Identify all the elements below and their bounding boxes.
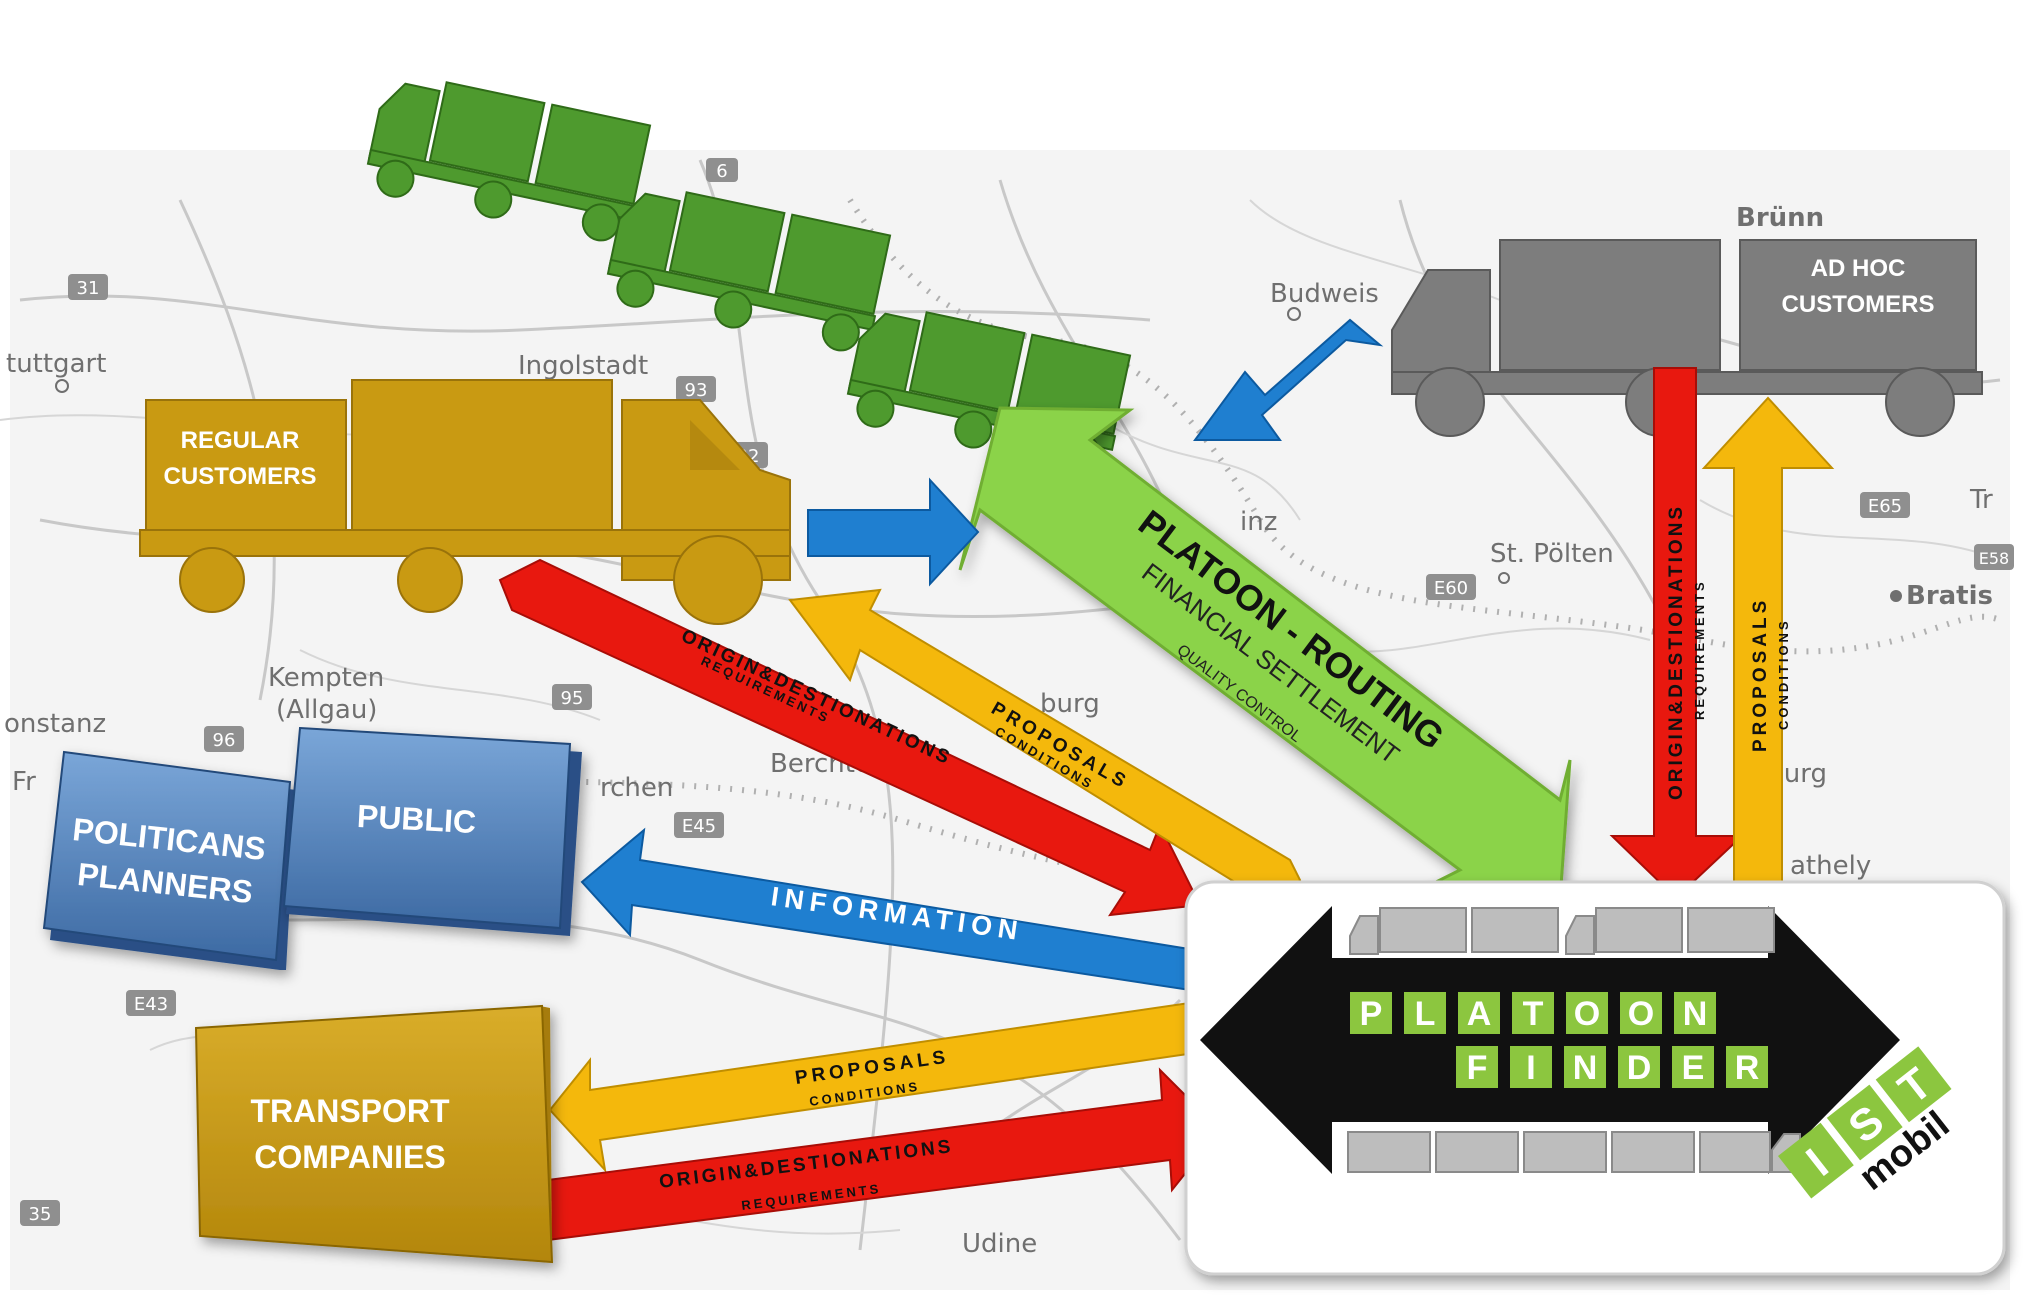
letter-tile xyxy=(1618,1046,1660,1088)
letter-tile-char: T xyxy=(1523,995,1544,1033)
letter-tile-char: R xyxy=(1735,1049,1760,1087)
logo-tile xyxy=(1778,1122,1854,1199)
city-label: Brünn xyxy=(1736,203,1824,233)
city-label: Tr xyxy=(1969,485,1993,515)
logo-tile xyxy=(1875,1046,1952,1123)
road-shield-label: E58 xyxy=(1979,549,2009,568)
road-shield xyxy=(204,726,244,752)
city-label: Kempten xyxy=(268,663,384,693)
road-shield xyxy=(1974,544,2014,570)
road-shield xyxy=(68,274,108,300)
public-label: PUBLIC xyxy=(356,798,477,840)
city-label: St. Pölten xyxy=(1490,539,1614,569)
road-shield xyxy=(126,990,176,1016)
letter-tile xyxy=(1458,992,1500,1034)
city-label: athely xyxy=(1790,851,1871,881)
city-label: burg xyxy=(1040,689,1100,719)
letter-tile-char: L xyxy=(1415,995,1436,1033)
letter-tile xyxy=(1564,1046,1606,1088)
transport-label: TRANSPORT xyxy=(250,1093,450,1129)
city-label: Bratis xyxy=(1906,581,1993,611)
blue-arrow-regular-to-routing xyxy=(807,477,980,587)
red-arrow-adhoc-origin: ORIGIN&DESTIONATIONS REQUIREMENTS xyxy=(1609,367,1745,900)
letter-tile-char: N xyxy=(1573,1049,1598,1087)
city-label: Udine xyxy=(962,1229,1037,1259)
letter-tile-char: N xyxy=(1683,995,1708,1033)
letter-tile xyxy=(1510,1046,1552,1088)
conditions-label: CONDITIONS xyxy=(1776,618,1791,730)
road-shield xyxy=(1426,574,1476,600)
regular-customers-label: CUSTOMERS xyxy=(164,463,317,490)
letter-tile-char: O xyxy=(1574,995,1600,1033)
road-shield xyxy=(1860,492,1910,518)
companies-label: COMPANIES xyxy=(254,1139,445,1175)
proposals-label: PROPOSALS xyxy=(1750,597,1771,752)
road-shield-label: 6 xyxy=(716,161,727,182)
platoon-truck-row-bottom xyxy=(1347,1131,1801,1173)
road-shield-label: E43 xyxy=(134,994,168,1015)
letter-tile xyxy=(1456,1046,1498,1088)
ad-hoc-customers-label: AD HOC xyxy=(1811,255,1906,282)
letter-tile-char: O xyxy=(1628,995,1654,1033)
letter-tile xyxy=(1404,992,1446,1034)
yellow-arrow-adhoc-proposals: PROPOSALS CONDITIONS xyxy=(1701,396,1835,901)
letter-tile-char: I xyxy=(1526,1049,1535,1087)
logo-tile xyxy=(1826,1084,1903,1161)
city-label: Fr xyxy=(12,767,36,797)
letter-tile xyxy=(1350,992,1392,1034)
road-shield xyxy=(674,812,724,838)
regular-customers-label: REGULAR xyxy=(181,427,300,454)
blue-arrow-adhoc-to-routing xyxy=(1193,318,1384,441)
city-label: Ingolstadt xyxy=(518,351,648,381)
letter-tile xyxy=(1672,1046,1714,1088)
letter-tile xyxy=(1512,992,1554,1034)
transport-companies-box: TRANSPORT COMPANIES xyxy=(194,1004,554,1264)
letter-tile xyxy=(1620,992,1662,1034)
letter-tile-char: E xyxy=(1682,1049,1705,1087)
city-label: onstanz xyxy=(4,709,106,739)
platoon-truck-row-top xyxy=(1349,907,1775,955)
letter-tile-char: F xyxy=(1467,1049,1488,1087)
road-shield-label: 35 xyxy=(29,1204,52,1225)
public-box: PUBLIC xyxy=(282,726,582,936)
origin-destinations-label: ORIGIN&DESTIONATIONS xyxy=(1666,504,1687,800)
road-shield-label: 95 xyxy=(561,688,584,709)
ad-hoc-customers-label: CUSTOMERS xyxy=(1782,291,1935,318)
road-shield xyxy=(552,684,592,710)
road-shield xyxy=(20,1200,60,1226)
letter-tile-char: D xyxy=(1627,1049,1652,1087)
road-shield-label: 96 xyxy=(213,730,236,751)
double-arrow-icon xyxy=(1200,906,1900,1174)
road-shields: 31 93 92 95 96 6 E45 E43 E60 E65 E58 35 xyxy=(20,158,2014,1226)
city-label: tuttgart xyxy=(6,349,106,379)
city-labels: tuttgart Ingolstadt Budweis Brünn St. Pö… xyxy=(4,203,1993,1259)
road-shield xyxy=(706,158,738,182)
letter-tile-char: A xyxy=(1467,995,1492,1033)
city-label: Budweis xyxy=(1270,279,1379,309)
yellow-arrow-transport-proposals: PROPOSALS CONDITIONS xyxy=(548,998,1217,1174)
road-shield-label: E65 xyxy=(1868,496,1902,517)
road-shield-label: E60 xyxy=(1434,578,1468,599)
green-truck-icon xyxy=(606,191,892,352)
politicans-planners-box: POLITICANS PLANNERS xyxy=(42,750,296,970)
road-shield-label: E45 xyxy=(682,816,716,837)
letter-tile-char: P xyxy=(1360,995,1383,1033)
letter-tile xyxy=(1566,992,1608,1034)
requirements-label: REQUIREMENTS xyxy=(1692,579,1707,720)
city-label: rchen xyxy=(600,773,673,803)
road-shield-label: 93 xyxy=(685,380,708,401)
ist-mobil-logo: IST mobil xyxy=(1778,1046,1957,1199)
road-shield-label: 31 xyxy=(77,278,100,299)
regular-customers-truck: REGULAR CUSTOMERS xyxy=(139,379,791,625)
letter-tile xyxy=(1674,992,1716,1034)
city-label: (Allgau) xyxy=(276,695,377,725)
city-label: inz xyxy=(1240,507,1277,537)
road-shield xyxy=(676,376,716,402)
letter-tile xyxy=(1726,1046,1768,1088)
